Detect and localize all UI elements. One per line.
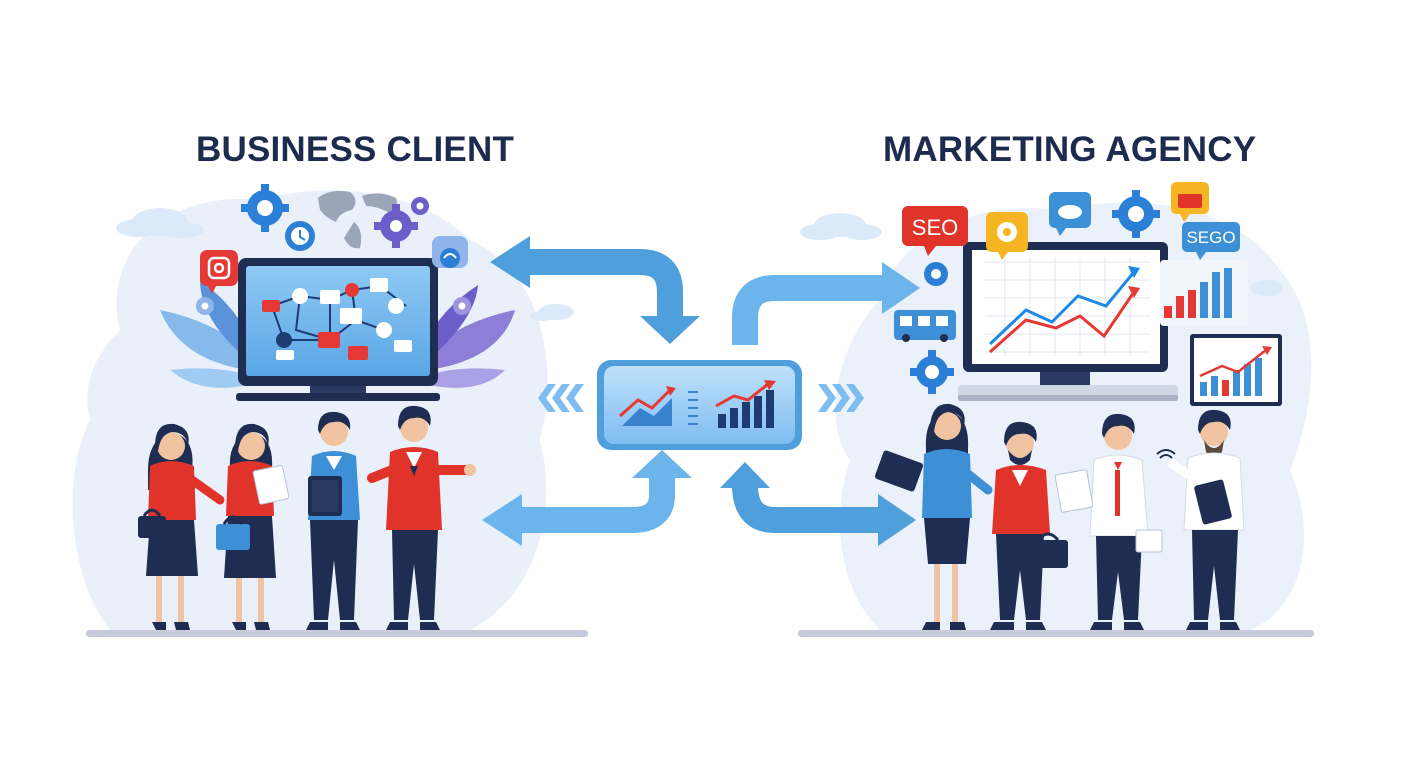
gear-icon [924, 262, 948, 286]
left-background-blob [72, 190, 548, 631]
gear-icon [374, 197, 429, 248]
cloud-far-right [1250, 280, 1282, 296]
marketing-agency-heading: MARKETING AGENCY [883, 130, 1257, 169]
center-dashboard-panel [597, 360, 802, 450]
tablet-icon [1194, 479, 1232, 525]
monitor-blue-line [988, 271, 1136, 346]
bar-chart-icon [1190, 334, 1282, 406]
clock-icon [285, 221, 315, 251]
sego-badge-icon: SEGO [1182, 222, 1240, 260]
world-map-icon [318, 190, 397, 249]
conveyor-icon [894, 310, 956, 342]
person-left-2 [216, 423, 290, 630]
gear-icon [1112, 190, 1160, 238]
cloud-center [530, 304, 574, 321]
person-left-1 [138, 423, 225, 630]
toolbox-icon [1171, 182, 1209, 222]
person-right-4 [1156, 409, 1245, 630]
chevrons-left-icon [538, 384, 584, 412]
monitor-red-line [989, 291, 1136, 354]
bar-chart-card [1160, 260, 1248, 326]
seo-label: SEO [912, 215, 958, 240]
arrow-bottom-right [720, 462, 916, 546]
divider-lines [688, 391, 698, 425]
gear-icon [986, 212, 1028, 260]
tablet-icon [874, 450, 924, 492]
line-chart-icon [619, 386, 676, 426]
ground-left [86, 630, 588, 637]
cloud-right [800, 213, 882, 240]
screen-nodes [262, 278, 412, 360]
laptop-icon [236, 258, 440, 401]
monitor-icon [958, 242, 1178, 401]
business-client-heading: BUSINESS CLIENT [196, 130, 515, 169]
person-left-3 [306, 411, 360, 630]
gear-icon [241, 184, 289, 232]
chevrons-right-icon [818, 384, 864, 412]
bar-chart-icon [715, 380, 776, 428]
instagram-icon [200, 250, 238, 294]
seo-badge-icon: SEO [902, 206, 968, 256]
person-right-2 [990, 421, 1068, 630]
wifi-icon [1156, 449, 1176, 459]
gear-icon [453, 297, 471, 315]
chat-badge-icon [432, 236, 468, 268]
cloud-upload-icon [1049, 192, 1091, 236]
arrow-top-left [490, 236, 700, 344]
person-left-4 [367, 405, 476, 630]
gear-icon [196, 297, 214, 315]
monitor-grid [985, 258, 1150, 356]
person-right-1 [874, 403, 993, 630]
arrow-top-right [732, 262, 920, 345]
cloud-left [116, 208, 204, 238]
sego-label: SEGO [1186, 228, 1235, 247]
gear-icon [910, 350, 954, 394]
arrow-bottom-left [482, 450, 692, 546]
ground-right [798, 630, 1314, 637]
person-right-3 [1054, 413, 1163, 630]
